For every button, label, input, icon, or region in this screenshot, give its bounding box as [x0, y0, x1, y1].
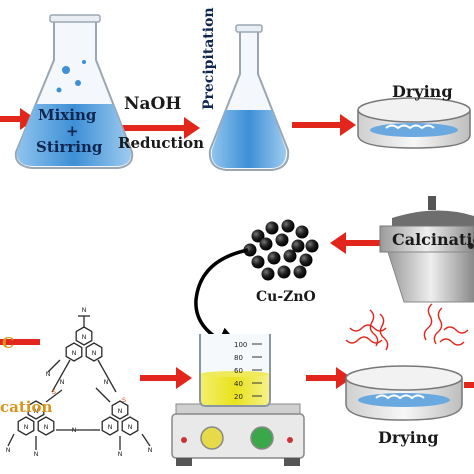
stirring-label: Stirring: [36, 138, 103, 156]
arrow-to-drying-dish: [292, 114, 356, 136]
atom-label: N: [104, 378, 109, 386]
c-source-label: C: [2, 334, 14, 352]
beaker-graduations: 100 80 60 40 20: [234, 341, 262, 401]
bubble: [62, 66, 70, 74]
nanoparticle: [305, 239, 319, 253]
atom-label: N: [92, 349, 97, 357]
ring: [101, 416, 119, 436]
atom-label: N: [82, 306, 87, 314]
heat-waves: [345, 303, 469, 351]
bond: [51, 359, 71, 393]
arrow-from-c-source: [0, 339, 40, 345]
nanoparticle: [259, 237, 273, 251]
bond: [47, 359, 61, 373]
ring: [75, 326, 93, 346]
mixing-flask: [14, 14, 134, 169]
atom-label: S: [52, 388, 56, 396]
atom-label: N: [118, 407, 123, 415]
bond: [141, 433, 151, 447]
atom-label: N: [34, 450, 39, 458]
arrow-beaker-to-dish: [306, 367, 352, 389]
graduation-label: 80: [234, 354, 243, 362]
ring: [37, 416, 55, 436]
arrow-calcination-to-cuzno: [330, 232, 388, 254]
cu-zno-label: Cu-ZnO: [256, 289, 316, 305]
arrow-to-flask-1: [0, 108, 36, 130]
atom-label: N: [34, 407, 39, 415]
speed-knob: [250, 426, 274, 450]
arrow-dish-out: [464, 382, 474, 388]
arrow-structure-to-beaker: [140, 367, 192, 389]
bond: [45, 389, 63, 403]
graduation-label: 20: [234, 393, 243, 401]
bubble: [75, 80, 81, 86]
hot-plate-stirrer: [171, 403, 305, 466]
nanoparticle: [243, 243, 257, 257]
atom-label: N: [24, 423, 29, 431]
nanoparticle: [283, 249, 297, 263]
atom-label: N: [108, 423, 113, 431]
atom-label: N: [72, 426, 77, 434]
measuring-beaker: 100 80 60 40 20: [199, 334, 271, 407]
nanoparticle: [251, 229, 265, 243]
nanoparticle: [265, 221, 279, 235]
nanoparticle: [291, 239, 305, 253]
bubble: [56, 87, 62, 93]
cu-zno-nanoparticles: [243, 219, 319, 281]
nanoparticle: [281, 219, 295, 233]
calcination-crucible: [379, 196, 474, 303]
atom-label: N: [82, 333, 87, 341]
drying-dish-bottom: [345, 365, 463, 421]
atom-label: N: [44, 423, 49, 431]
atom-label: S: [122, 396, 126, 404]
ring: [27, 400, 45, 420]
atom-label: N: [6, 446, 11, 454]
drying-dish-top: [357, 97, 471, 149]
precipitation-label: Precipitation: [201, 7, 217, 110]
ring: [65, 342, 83, 362]
atom-label: N: [148, 446, 153, 454]
graduation-label: 60: [234, 367, 243, 375]
bond: [97, 359, 117, 393]
nanoparticle: [299, 253, 313, 267]
bond: [7, 433, 15, 447]
plus-label: +: [66, 122, 79, 140]
transfer-arrow: [194, 248, 249, 354]
atom-label: N: [72, 349, 77, 357]
nanoparticle: [277, 265, 291, 279]
nanoparticle: [261, 267, 275, 281]
nanoparticle: [295, 225, 309, 239]
drying-label-top: Drying: [392, 82, 453, 101]
graduation-label: 40: [234, 380, 243, 388]
graduation-label: 100: [234, 341, 247, 349]
bond: [95, 387, 111, 403]
nanoparticle: [251, 255, 265, 269]
ring: [85, 342, 103, 362]
ring: [121, 416, 139, 436]
mixing-label: Mixing: [38, 106, 97, 124]
precipitation-flask: [208, 24, 290, 171]
nanoparticle: [293, 265, 307, 279]
arrow-to-flask-2: [118, 117, 200, 139]
nanoparticle: [267, 251, 281, 265]
calcination-partial-label: cation: [0, 398, 53, 416]
nanoparticle: [275, 233, 289, 247]
drying-label-bottom: Drying: [378, 428, 439, 447]
atom-label: N: [128, 423, 133, 431]
calcination-label: Calcination: [392, 230, 474, 249]
reduction-label: Reduction: [118, 134, 205, 152]
ring: [111, 400, 129, 420]
temperature-knob: [200, 426, 224, 450]
atom-label: N: [60, 378, 65, 386]
atom-label: N: [118, 450, 123, 458]
naoh-label: NaOH: [124, 94, 182, 114]
bubble: [82, 60, 86, 64]
atom-label: N: [46, 370, 51, 378]
ring: [17, 416, 35, 436]
